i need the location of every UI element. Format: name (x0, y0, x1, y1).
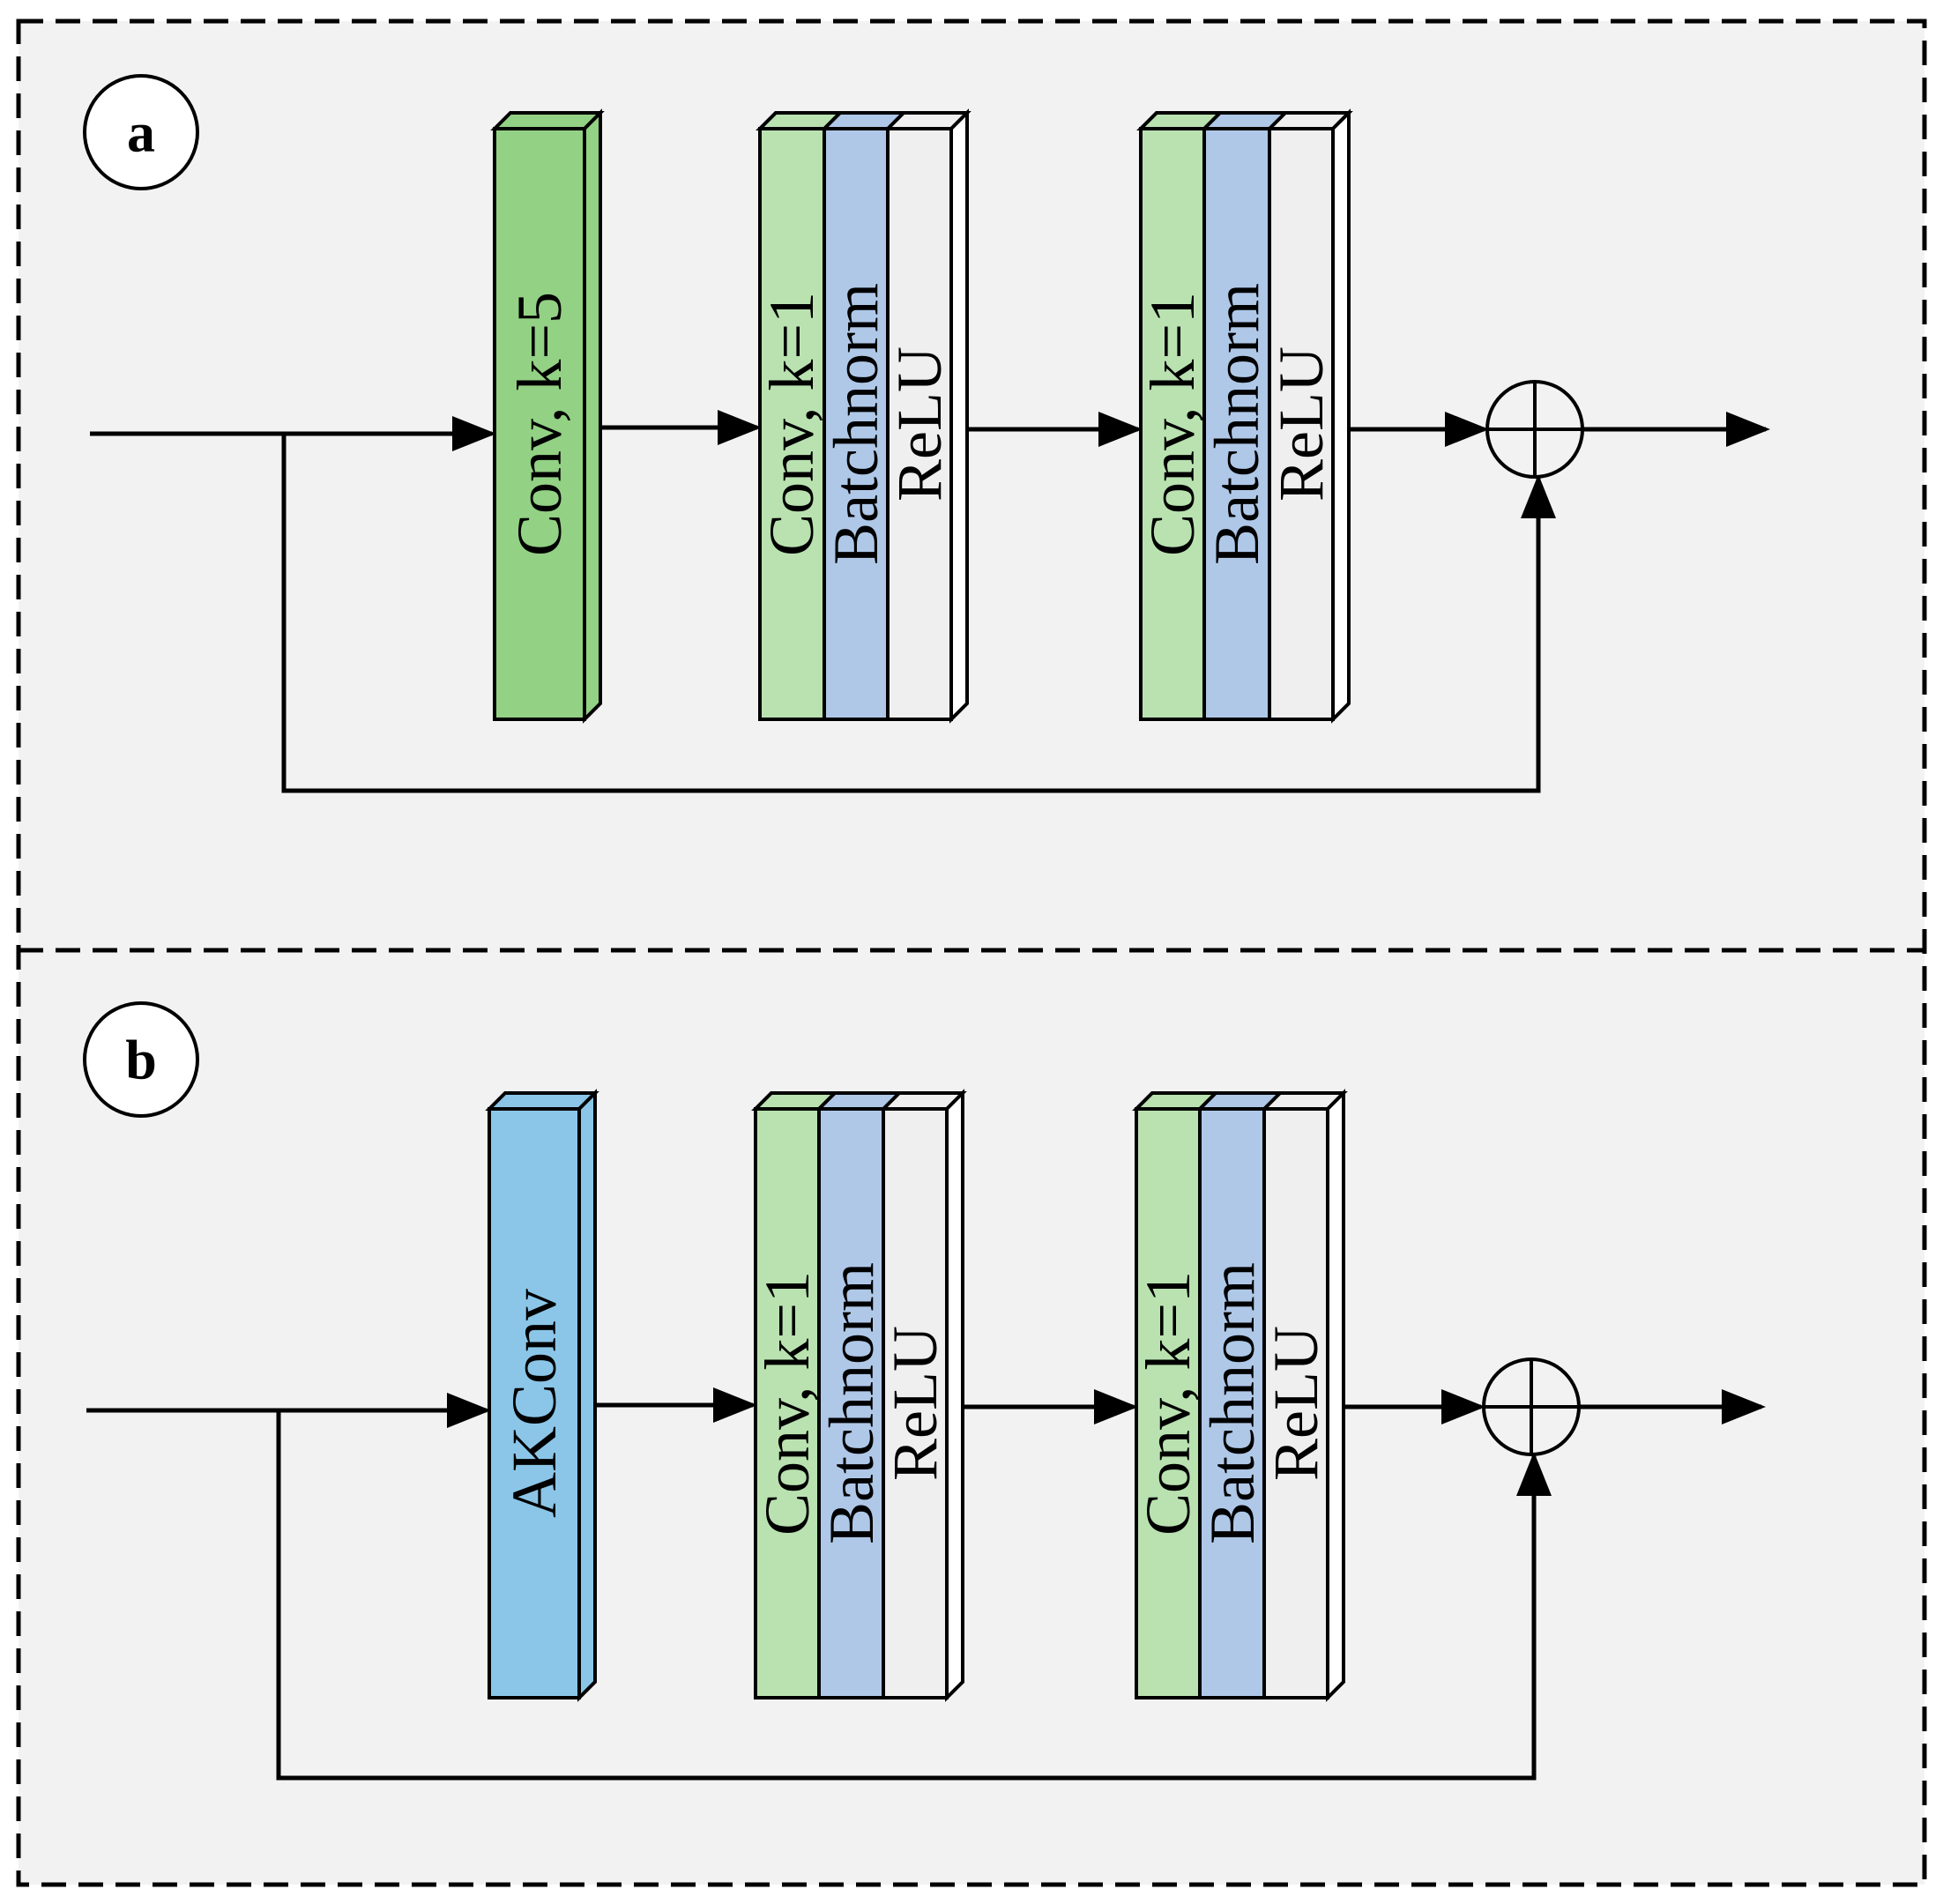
conv-k1-label: Conv, k=1 (1133, 1271, 1203, 1536)
panel-a-background (19, 21, 1924, 950)
circle-plus-icon (1485, 380, 1584, 479)
layer-stack-2: Conv, k=1 Batchnorm ReLU (1132, 1089, 1348, 1702)
circle-plus-icon (1482, 1357, 1581, 1456)
panel-a-label: a (127, 101, 155, 164)
batchnorm-label: Batchnorm (1202, 283, 1272, 565)
conv-k5-block: Conv, k=5 (490, 108, 605, 724)
panel-b-connections (86, 1387, 1766, 1781)
conv-k1-label: Conv, k=1 (752, 1271, 823, 1536)
layer-stack-1: Conv, k=1 Batchnorm ReLU (751, 1089, 967, 1702)
skip-connection (276, 1410, 1552, 1781)
relu-label: ReLU (1266, 346, 1336, 502)
layer-stack-2: Conv, k=1 Batchnorm ReLU (1136, 108, 1353, 724)
panel-b-background (19, 950, 1924, 1885)
conv-k1-label: Conv, k=1 (756, 292, 827, 556)
panel-b: b AKConv Conv, k=1 Batchnorm ReLU (83, 1001, 1766, 1781)
dashed-borders (16, 19, 1927, 1887)
panel-a-label-circle (83, 74, 199, 190)
relu-label: ReLU (880, 1326, 950, 1481)
batchnorm-label: Batchnorm (1197, 1262, 1268, 1544)
akconv-label: AKConv (499, 1289, 570, 1518)
panel-b-label: b (125, 1029, 157, 1091)
conv-k1-label: Conv, k=1 (1137, 292, 1208, 556)
conv-k5-label: Conv, k=5 (504, 292, 575, 556)
batchnorm-label: Batchnorm (821, 283, 891, 565)
skip-connection (281, 434, 1556, 793)
relu-label: ReLU (1261, 1326, 1331, 1481)
panel-a-connections (90, 410, 1770, 793)
relu-label: ReLU (884, 346, 955, 502)
panel-b-label-circle (83, 1001, 199, 1118)
layer-stack-1: Conv, k=1 Batchnorm ReLU (756, 108, 972, 724)
panel-a: a Conv, k=5 Conv, k=1 Batchnorm ReLU (83, 74, 1770, 793)
batchnorm-label: Batchnorm (816, 1262, 887, 1544)
akconv-block: AKConv (485, 1089, 599, 1702)
